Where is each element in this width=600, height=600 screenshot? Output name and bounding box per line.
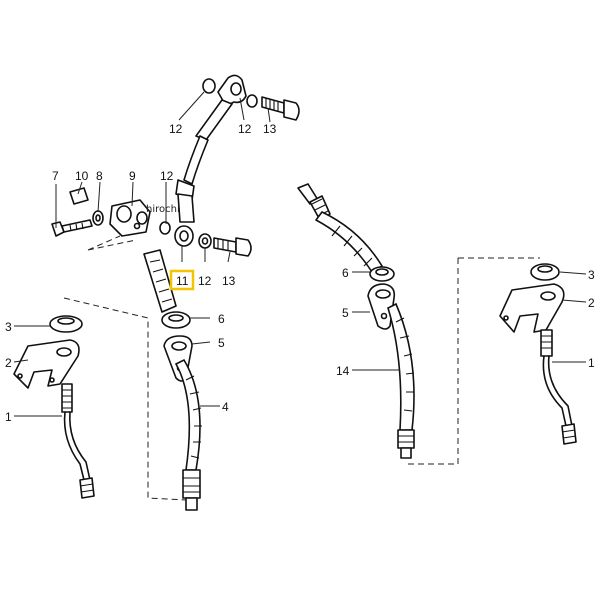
callout-2-left: 2 (5, 356, 12, 370)
callout-13-top: 13 (263, 122, 277, 136)
callout-10: 10 (75, 169, 89, 183)
rigid-pipe-1-left (61, 383, 95, 499)
rigid-pipe-1-right (540, 329, 577, 445)
callout-7: 7 (52, 169, 59, 183)
callout-2-right: 2 (588, 296, 595, 310)
flexible-hose-4 (174, 358, 202, 511)
callout-1-right: 1 (588, 356, 595, 370)
banjo-fitting-top (202, 74, 300, 121)
callout-8: 8 (96, 169, 103, 183)
callout-12-top-right: 12 (238, 122, 252, 136)
callout-12-top-left: 12 (169, 122, 183, 136)
callout-3-right: 3 (588, 268, 595, 282)
bracket-2-left (13, 339, 80, 389)
assembly-dashed-lines (63, 235, 540, 501)
callout-labels: 12 12 13 7 10 8 9 12 hirochi 11 12 13 6 … (5, 122, 595, 424)
washer-8 (92, 210, 104, 226)
rigid-pipe-right-upper (297, 183, 383, 273)
bracket-2-right (499, 283, 565, 333)
callout-12-mid: 12 (160, 169, 174, 183)
grommet-3-left (49, 315, 83, 333)
watermark-text: hirochi (146, 204, 180, 215)
t-piece-distributor (109, 199, 151, 237)
leader-lines (13, 91, 587, 417)
callout-12-low: 12 (198, 274, 212, 288)
flexible-hose-14 (387, 302, 415, 459)
callout-13-low: 13 (222, 274, 236, 288)
callout-14: 14 (336, 364, 350, 378)
callout-9: 9 (129, 169, 136, 183)
grommet-3-right (530, 263, 560, 281)
callout-5-right: 5 (342, 306, 349, 320)
callout-1-left: 1 (5, 410, 12, 424)
lower-pipe-section (143, 249, 177, 313)
grommet-6-center (161, 311, 191, 329)
upper-brake-pipe (175, 99, 233, 201)
callout-4: 4 (222, 400, 229, 414)
clip-5-right (367, 283, 396, 330)
callout-5-center: 5 (218, 336, 225, 350)
callout-11: 11 (176, 274, 189, 288)
highlight-box-part-11 (169, 269, 195, 291)
grommet-6-right (369, 266, 395, 282)
union-fitting-mid (159, 193, 252, 257)
callout-6-right: 6 (342, 266, 349, 280)
bolt-7 (51, 219, 93, 237)
callout-3-left: 3 (5, 320, 12, 334)
callout-6-center: 6 (218, 312, 225, 326)
